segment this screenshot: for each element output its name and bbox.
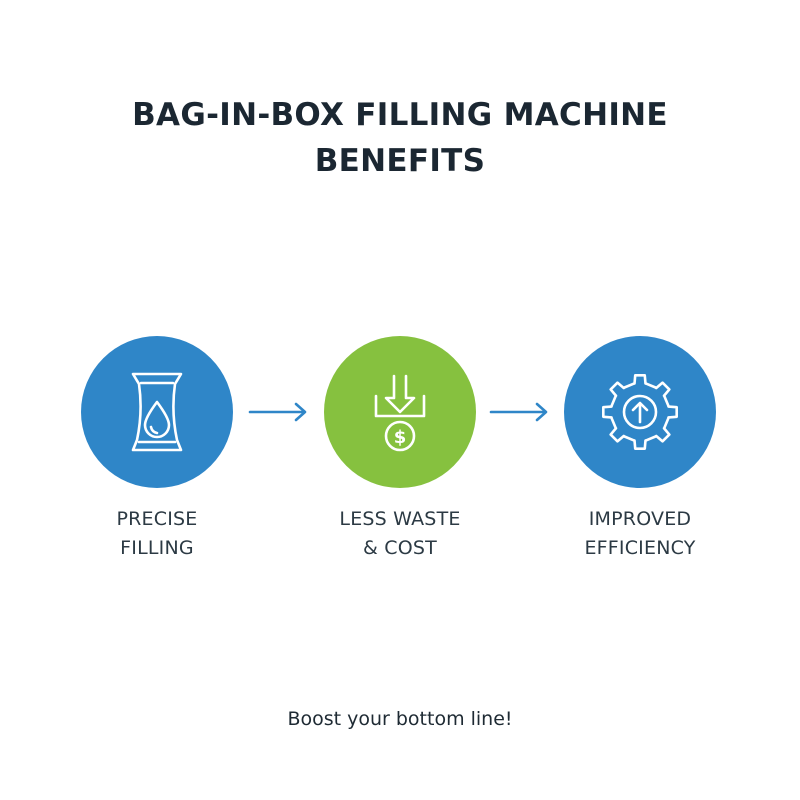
step-3-line-2: EFFICIENCY xyxy=(584,537,696,559)
title-line-2: BENEFITS xyxy=(314,143,486,179)
down-arrow-dollar-icon: $ xyxy=(374,374,426,452)
svg-text:$: $ xyxy=(394,427,407,448)
liquid-bag-icon xyxy=(131,372,183,452)
step-3-line-1: IMPROVED xyxy=(588,508,692,530)
flow-arrow-2 xyxy=(489,402,548,422)
step-1-line-1: PRECISE xyxy=(116,508,198,530)
less-waste-circle: $ xyxy=(324,336,476,488)
step-label-improved-efficiency: IMPROVED EFFICIENCY xyxy=(540,505,740,563)
step-1-line-2: FILLING xyxy=(120,537,194,559)
gear-up-arrow-icon xyxy=(602,374,678,450)
step-label-precise-filling: PRECISE FILLING xyxy=(57,505,257,563)
improved-efficiency-circle xyxy=(564,336,716,488)
step-2-line-2: & COST xyxy=(363,537,437,559)
step-label-less-waste: LESS WASTE & COST xyxy=(300,505,500,563)
diagram-title: BAG-IN-BOX FILLING MACHINE BENEFITS xyxy=(0,92,800,184)
tagline: Boost your bottom line! xyxy=(287,708,513,730)
step-2-line-1: LESS WASTE xyxy=(339,508,461,530)
precise-filling-circle xyxy=(81,336,233,488)
flow-arrow-1 xyxy=(248,402,307,422)
title-line-1: BAG-IN-BOX FILLING MACHINE xyxy=(132,97,668,133)
